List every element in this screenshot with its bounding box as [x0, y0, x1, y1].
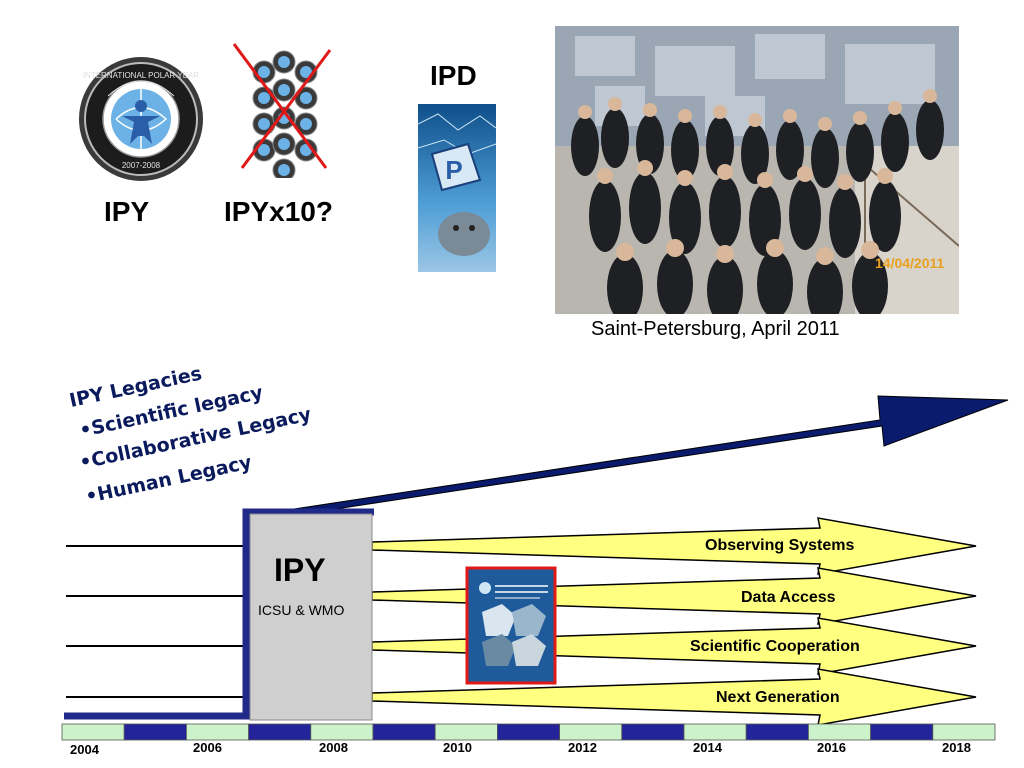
year-cell — [123, 723, 187, 741]
year-cell — [932, 723, 996, 741]
photo-date-stamp: 14/04/2011 — [875, 255, 945, 271]
year-cell — [808, 723, 872, 741]
ipy-logo-text: INTERNATIONAL POLAR YEAR — [83, 71, 200, 80]
ipy-box-subtitle: ICSU & WMO — [258, 602, 345, 618]
year-cell — [61, 723, 125, 741]
year-cell — [683, 723, 747, 741]
year-cell — [621, 723, 685, 741]
ipyx10-label: IPYx10? — [224, 196, 333, 227]
ipd-poster: P — [418, 104, 496, 272]
band-label-data-access: Data Access — [741, 589, 836, 606]
arrow-observing-systems — [371, 517, 977, 575]
arrow-scientific-cooperation — [371, 617, 977, 675]
year-cell — [248, 723, 312, 741]
arrow-data-access — [371, 567, 977, 625]
big-arrow — [247, 395, 1009, 523]
year-label-2018: 2018 — [942, 740, 971, 755]
year-cell — [185, 723, 249, 741]
year-label-2004: 2004 — [70, 742, 99, 757]
year-label-2008: 2008 — [319, 740, 348, 755]
year-label-2014: 2014 — [693, 740, 722, 755]
svg-text:2007-2008: 2007-2008 — [122, 161, 161, 170]
svg-text:P: P — [445, 155, 462, 185]
timeline-graphic — [61, 395, 1009, 741]
year-cell — [310, 723, 374, 741]
ipy-logo: INTERNATIONAL POLAR YEAR 2007-2008 — [79, 57, 203, 181]
ipy-box-border — [64, 508, 374, 720]
photo-caption: Saint-Petersburg, April 2011 — [591, 318, 840, 340]
year-cell — [372, 723, 436, 741]
year-cell — [559, 723, 623, 741]
ipy-box-title: IPY — [274, 552, 326, 588]
band-label-scientific-cooperation: Scientific Cooperation — [690, 638, 860, 655]
ipy-box — [249, 513, 373, 721]
ipy-label: IPY — [104, 196, 150, 227]
year-cell — [434, 723, 498, 741]
year-cell — [870, 723, 934, 741]
band-label-observing-systems: Observing Systems — [705, 537, 855, 554]
year-label-2016: 2016 — [817, 740, 846, 755]
arrow-next-generation — [371, 668, 977, 726]
year-cell — [745, 723, 809, 741]
group-photo: 14/04/2011 — [555, 26, 959, 314]
band-label-next-generation: Next Generation — [716, 689, 840, 706]
ipd-label: IPD — [430, 60, 477, 91]
ipyx10-logos-crossed — [232, 43, 332, 178]
year-label-2006: 2006 — [193, 740, 222, 755]
year-label-2012: 2012 — [568, 740, 597, 755]
year-label-2010: 2010 — [443, 740, 472, 755]
year-cell — [496, 723, 560, 741]
